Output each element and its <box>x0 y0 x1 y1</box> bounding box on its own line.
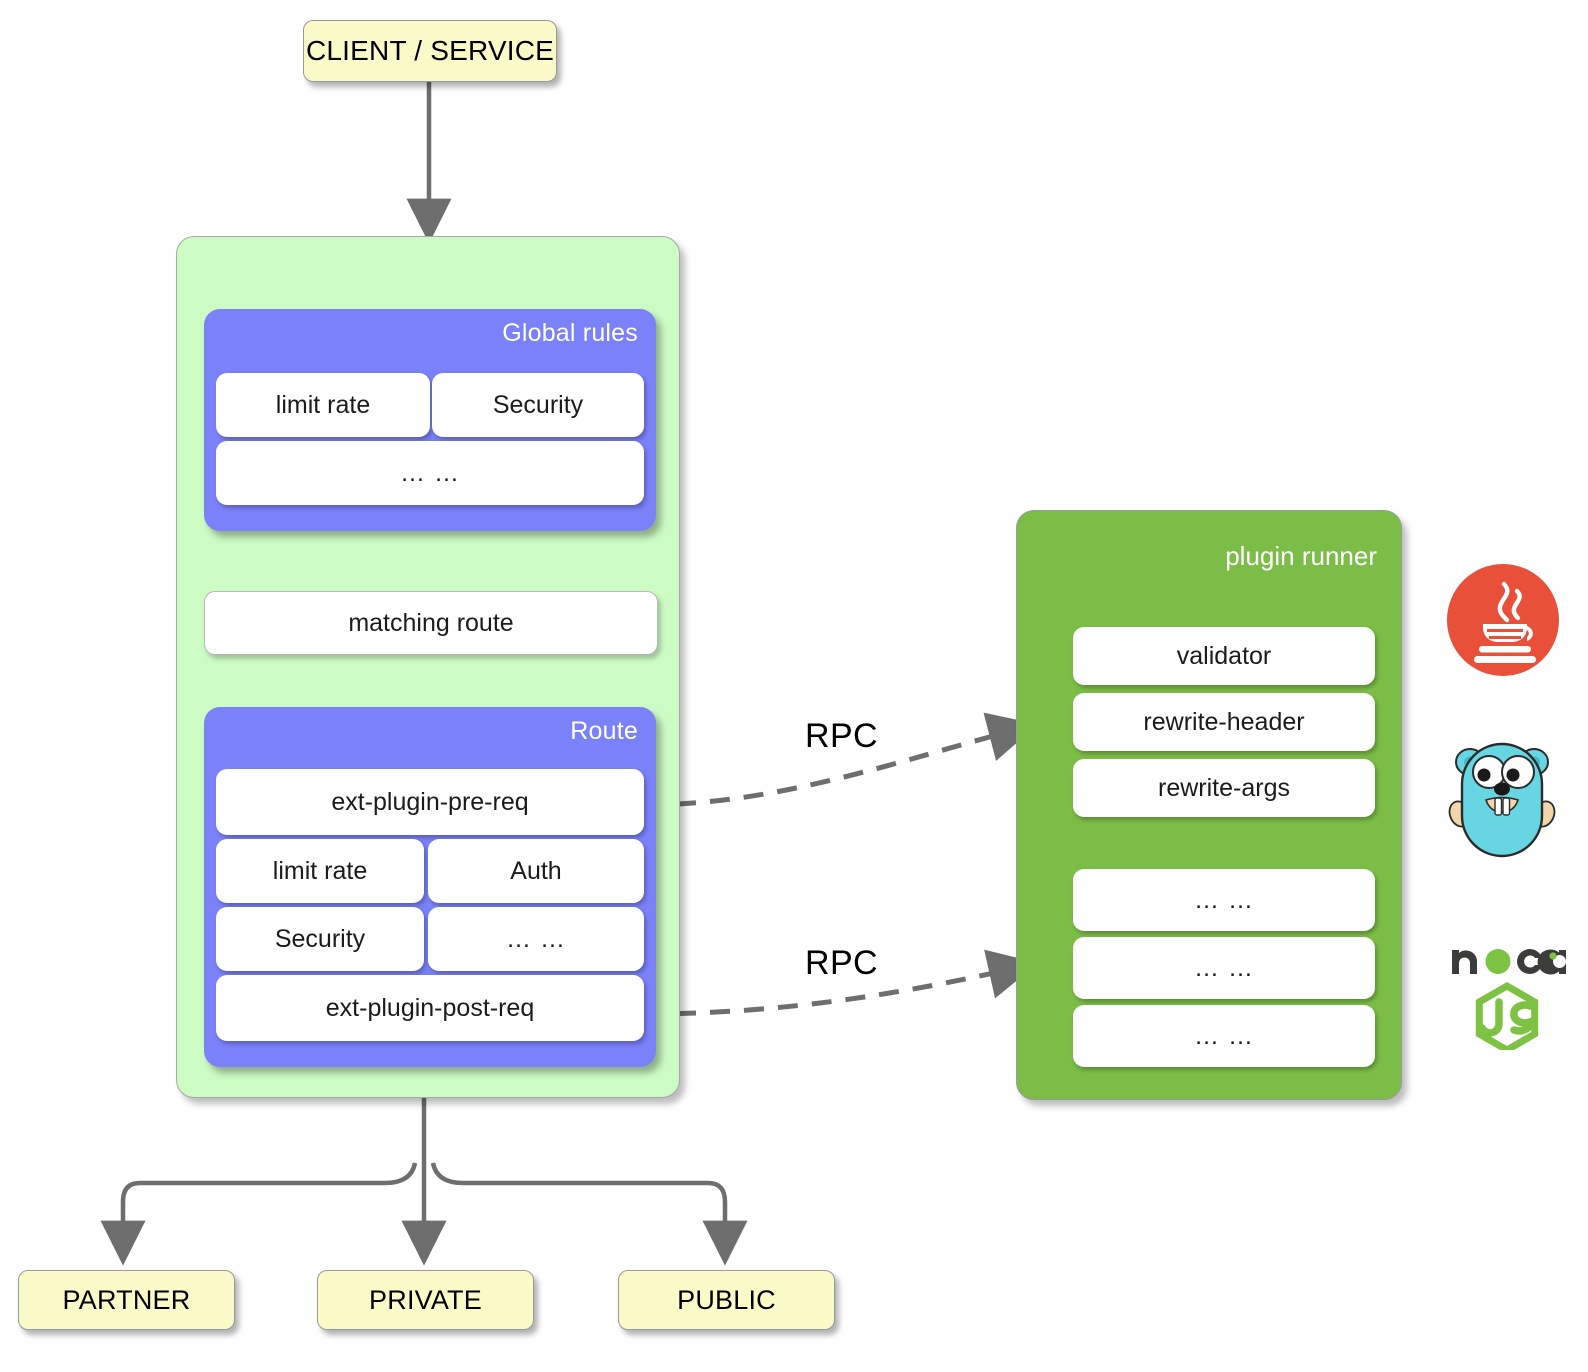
plugin-more-3-label: … … <box>1194 1021 1254 1050</box>
route-ext-plugin-post-req-label: ext-plugin-post-req <box>325 993 535 1022</box>
global-rule-limit-rate-label: limit rate <box>275 390 371 419</box>
route-security-label: Security <box>274 924 366 953</box>
java-logo-icon <box>1443 560 1563 680</box>
plugin-rewrite-header-label: rewrite-header <box>1143 707 1305 736</box>
global-rule-more[interactable]: … … <box>216 441 644 505</box>
downstream-node-public[interactable]: PUBLIC <box>618 1270 835 1330</box>
client-service-label: CLIENT / SERVICE <box>305 35 555 66</box>
route-box: Route ext-plugin-pre-req limit rate Auth… <box>204 707 656 1067</box>
plugin-more-2[interactable]: … … <box>1073 937 1375 999</box>
route-security[interactable]: Security <box>216 907 424 971</box>
downstream-partner-label: PARTNER <box>62 1284 191 1315</box>
matching-route-label: matching route <box>348 608 514 637</box>
rpc-upper-label: RPC <box>805 717 878 755</box>
downstream-node-private[interactable]: PRIVATE <box>317 1270 534 1330</box>
rpc-lower-label: RPC <box>805 944 878 982</box>
plugin-more-2-label: … … <box>1194 953 1254 982</box>
route-more-label: … … <box>506 924 566 953</box>
route-ext-plugin-pre-req[interactable]: ext-plugin-pre-req <box>216 769 644 835</box>
plugin-more-1[interactable]: … … <box>1073 869 1375 931</box>
route-limit-rate-label: limit rate <box>272 856 368 885</box>
plugin-rewrite-header[interactable]: rewrite-header <box>1073 693 1375 751</box>
plugin-more-3[interactable]: … … <box>1073 1005 1375 1067</box>
route-auth[interactable]: Auth <box>428 839 644 903</box>
downstream-public-label: PUBLIC <box>677 1284 776 1315</box>
plugin-rewrite-args-label: rewrite-args <box>1158 773 1290 802</box>
matching-route-node[interactable]: matching route <box>204 591 658 655</box>
plugin-more-1-label: … … <box>1194 885 1254 914</box>
downstream-private-label: PRIVATE <box>369 1284 482 1315</box>
route-ext-plugin-post-req[interactable]: ext-plugin-post-req <box>216 975 644 1041</box>
route-auth-label: Auth <box>510 856 562 885</box>
route-more[interactable]: … … <box>428 907 644 971</box>
go-gopher-logo-icon <box>1446 726 1558 858</box>
plugin-validator-label: validator <box>1176 641 1272 670</box>
downstream-node-partner[interactable]: PARTNER <box>18 1270 235 1330</box>
plugin-runner-container: plugin runner validator rewrite-header r… <box>1016 510 1402 1100</box>
global-rule-limit-rate[interactable]: limit rate <box>216 373 430 437</box>
route-ext-plugin-pre-req-label: ext-plugin-pre-req <box>331 787 529 816</box>
nodejs-logo-icon <box>1444 930 1570 1055</box>
route-title: Route <box>570 717 638 745</box>
global-rule-more-label: … … <box>400 458 460 487</box>
route-limit-rate[interactable]: limit rate <box>216 839 424 903</box>
global-rule-security[interactable]: Security <box>432 373 644 437</box>
global-rules-box: Global rules limit rate Security … … <box>204 309 656 531</box>
plugin-runner-title: plugin runner <box>1225 541 1377 571</box>
gateway-container: Global rules limit rate Security … … mat… <box>176 236 680 1098</box>
plugin-rewrite-args[interactable]: rewrite-args <box>1073 759 1375 817</box>
plugin-validator[interactable]: validator <box>1073 627 1375 685</box>
edge-gateway-to-downstream <box>100 1094 748 1266</box>
client-service-node[interactable]: CLIENT / SERVICE <box>303 20 557 82</box>
global-rules-title: Global rules <box>502 319 638 347</box>
global-rule-security-label: Security <box>492 390 584 419</box>
